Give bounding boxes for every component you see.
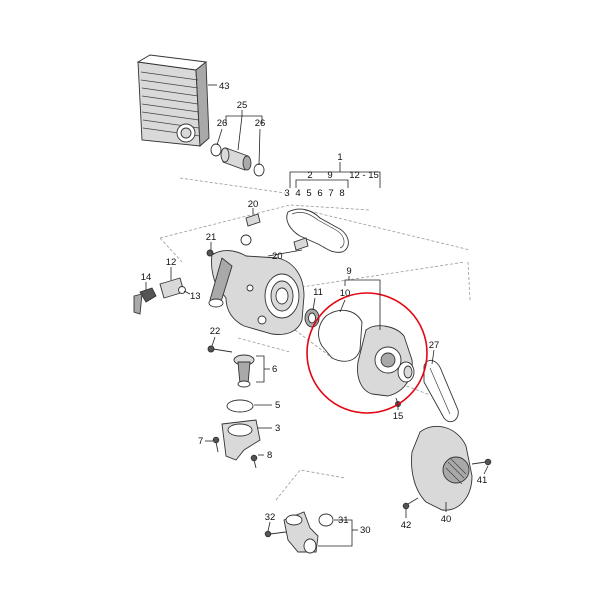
callout-26-left: 26 xyxy=(217,118,228,129)
pump-cover xyxy=(402,425,492,511)
callout-12-15: 12 - 15 xyxy=(349,170,379,181)
callout-8: 8 xyxy=(267,450,272,461)
callout-3: 3 xyxy=(275,423,280,434)
callout-26-right: 26 xyxy=(255,118,266,129)
callout-40: 40 xyxy=(441,514,452,525)
dashed-guide-lines xyxy=(159,177,471,501)
temperature-sensor xyxy=(133,277,186,315)
callout-labels: 1 2 9 12 - 15 3 4 5 6 7 8 43 25 26 26 20… xyxy=(141,81,488,536)
thermostat-housing xyxy=(212,419,261,469)
water-pump xyxy=(357,325,415,397)
callout-7-top: 7 xyxy=(328,188,333,199)
toothed-belt xyxy=(423,359,459,423)
callout-14: 14 xyxy=(141,272,152,283)
callout-4: 4 xyxy=(295,188,300,199)
callout-32: 32 xyxy=(265,512,276,523)
callout-10: 10 xyxy=(340,288,351,299)
callout-20-upper: 20 xyxy=(248,199,259,210)
thermostat xyxy=(226,354,255,413)
hose-connector-assembly xyxy=(210,143,265,177)
callout-30: 30 xyxy=(360,525,371,536)
callout-27: 27 xyxy=(429,340,440,351)
coolant-housing xyxy=(208,234,305,335)
callout-6-top: 6 xyxy=(317,188,322,199)
leader-lines xyxy=(145,84,489,547)
stud-bolts-20 xyxy=(245,213,309,251)
callout-41: 41 xyxy=(477,475,488,486)
highlight-circle xyxy=(306,292,428,414)
callout-7: 7 xyxy=(198,436,203,447)
oil-cooler xyxy=(136,54,210,147)
callout-11: 11 xyxy=(313,287,323,298)
callout-6: 6 xyxy=(272,364,277,375)
callout-31: 31 xyxy=(338,515,349,526)
callout-22: 22 xyxy=(210,326,221,337)
callout-2: 2 xyxy=(307,170,312,181)
callout-15: 15 xyxy=(393,411,404,422)
callout-20-lower: 20 xyxy=(272,251,283,262)
callout-9-top: 9 xyxy=(327,170,332,181)
callout-5: 5 xyxy=(275,400,280,411)
callout-13: 13 xyxy=(190,291,201,302)
callout-12: 12 xyxy=(166,257,177,268)
callout-9: 9 xyxy=(346,266,351,277)
gasket-top xyxy=(286,208,349,253)
callout-25: 25 xyxy=(237,100,248,111)
callout-21: 21 xyxy=(206,232,217,243)
pump-gasket xyxy=(318,309,363,362)
bolt-22 xyxy=(207,345,233,353)
callout-42: 42 xyxy=(401,520,412,531)
callout-5-top: 5 xyxy=(306,188,311,199)
callout-43: 43 xyxy=(219,81,230,92)
callout-3-top: 3 xyxy=(284,188,289,199)
seal-ring-11 xyxy=(304,308,320,328)
callout-1: 1 xyxy=(337,152,342,163)
coolant-flange-fitting xyxy=(264,511,334,554)
callout-8-top: 8 xyxy=(339,188,344,199)
